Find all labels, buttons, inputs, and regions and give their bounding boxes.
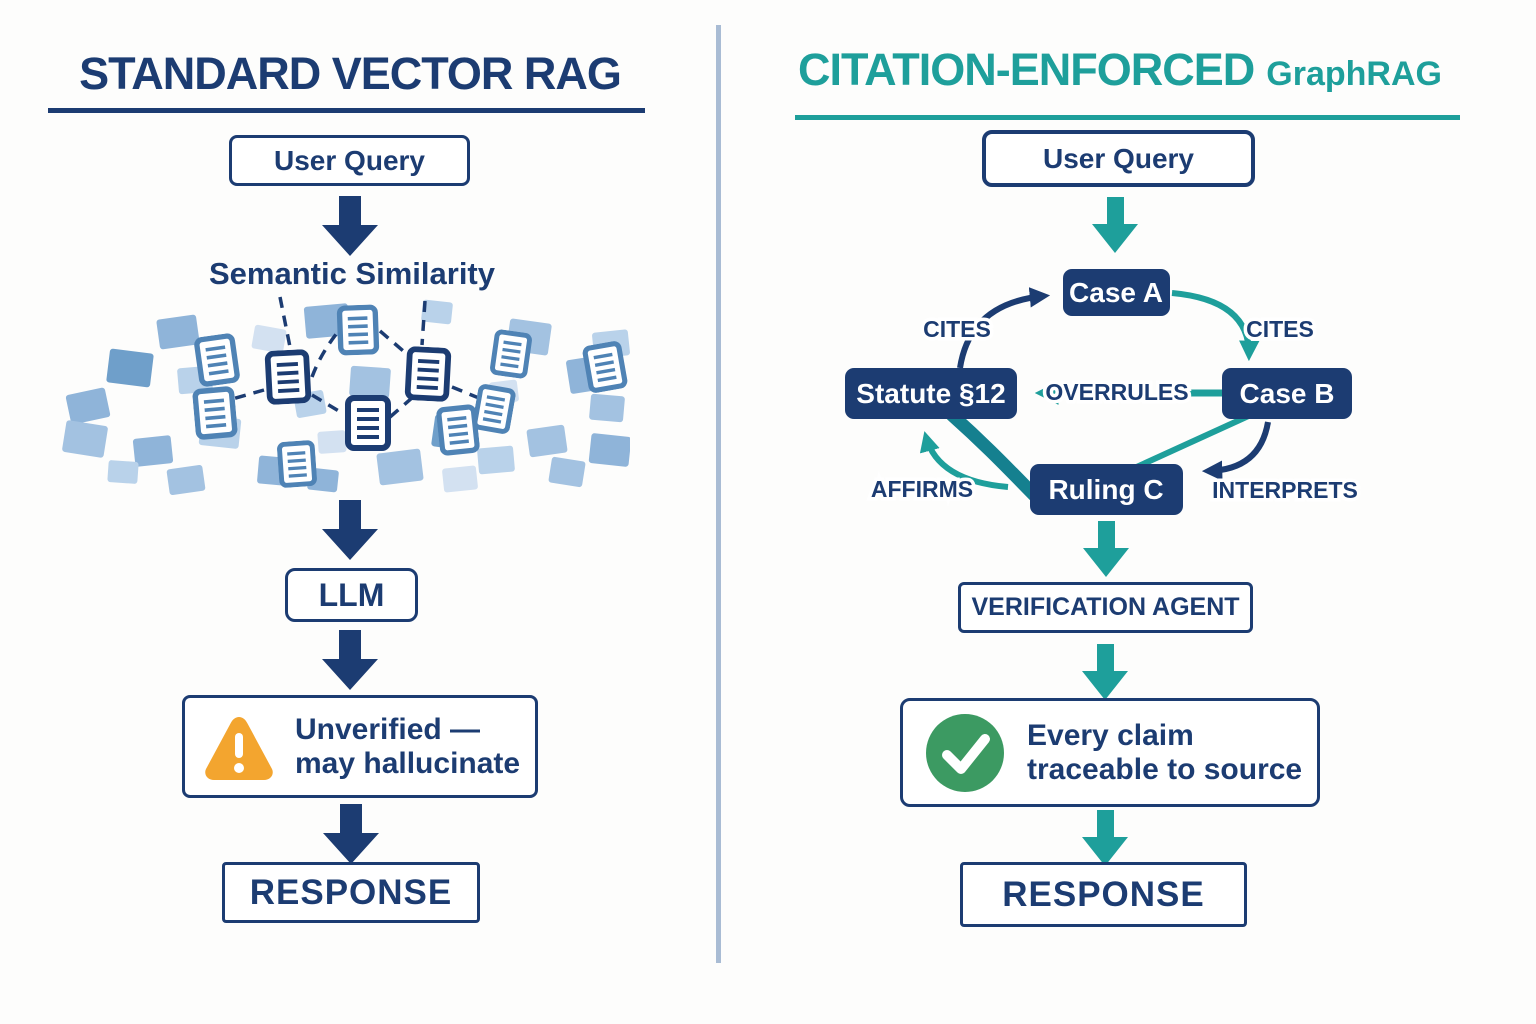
edge-label-overrules: OVERRULES [1045,379,1188,405]
left-title-underline [48,108,645,113]
node-statute: Statute §12 [845,368,1017,419]
document-icon [584,343,625,391]
arrow-head [1092,224,1138,253]
traceable-claim-box: Every claim traceable to source [900,698,1320,807]
arrow-head [1082,671,1128,700]
similarity-links [217,296,497,419]
arrow-head [322,529,378,560]
edge-cites-right [1171,290,1260,362]
document-icon [407,349,448,399]
arrow-head [1083,548,1129,577]
arrow-stem [339,500,361,529]
check-circle-icon [926,713,1004,792]
warning-text: Unverified — may hallucinate [295,713,520,781]
down-arrow-icon [1082,810,1128,866]
edge-cites-left [957,287,1051,369]
document-icon [279,442,315,485]
verification-agent-label: VERIFICATION AGENT [971,593,1240,621]
edge-affirms [919,431,1009,490]
down-arrow-icon [322,196,378,256]
right-title-main: CITATION-ENFORCED [798,44,1255,95]
arrow-stem [1106,197,1124,224]
node-statute-label: Statute §12 [856,378,1005,409]
panel-divider [716,25,721,963]
left-response-label: RESPONSE [249,872,453,912]
arrow-head [1082,837,1128,866]
node-case-b-label: Case B [1240,378,1335,409]
unverified-warning-box: Unverified — may hallucinate [182,695,538,798]
node-ruling-c: Ruling C [1030,464,1183,515]
arrow-stem [1096,810,1114,837]
down-arrow-icon [1092,197,1138,253]
left-user-query-label: User Query [274,144,425,176]
warning-line-1: Unverified — [295,712,481,746]
left-user-query-box: User Query [229,135,470,186]
right-panel-title: CITATION-ENFORCED GraphRAG [770,44,1470,96]
semantic-cluster [62,296,630,495]
semantic-similarity-label: Semantic Similarity [208,256,495,291]
right-title-suffix: GraphRAG [1266,55,1442,93]
citation-graph: CITES CITES OVERRULES AFFIRMS INTERPRETS… [845,269,1361,515]
document-icon [492,331,530,376]
node-case-a-label: Case A [1069,277,1163,308]
document-icon [348,398,388,448]
document-icon [195,389,235,438]
document-icon [196,335,238,384]
down-arrow-icon [1083,521,1129,577]
node-case-b: Case B [1222,368,1352,419]
arrow-stem [339,196,361,225]
down-arrow-icon [322,630,378,690]
down-arrow-icon [1082,644,1128,700]
arrow-stem [340,804,362,833]
edge-label-interprets: INTERPRETS [1212,477,1358,503]
left-response-box: RESPONSE [222,862,480,923]
document-icon [339,307,376,353]
right-user-query-label: User Query [1043,142,1194,174]
edge-label-cites-left: CITES [923,316,991,342]
arrow-stem [1097,521,1115,548]
edge-label-affirms: AFFIRMS [871,476,973,502]
edge-interprets [1201,421,1271,481]
document-icon [438,407,477,454]
right-title-underline [795,115,1460,120]
arrow-head [322,225,378,256]
arrow-stem [339,630,361,659]
edge-ruling-to-caseb [1128,410,1257,473]
claim-line-2: traceable to source [1027,752,1303,786]
document-icon [267,352,308,402]
arrow-stem [1096,644,1114,671]
right-user-query-box: User Query [982,130,1255,187]
verification-agent-box: VERIFICATION AGENT [958,582,1253,633]
right-response-label: RESPONSE [1002,874,1205,914]
claim-line-1: Every claim [1027,718,1194,752]
llm-box: LLM [285,568,418,622]
node-case-a: Case A [1063,269,1170,316]
right-response-box: RESPONSE [960,862,1247,927]
warning-line-2: may hallucinate [295,746,521,780]
arrow-head [323,833,379,864]
down-arrow-icon [323,804,379,864]
arrow-head [322,659,378,690]
warning-triangle-icon [205,716,273,780]
llm-label: LLM [318,576,385,613]
edge-label-cites-right: CITES [1246,316,1314,342]
edge-affirms-swoosh [945,408,1041,502]
left-panel-title: STANDARD VECTOR RAG [79,48,622,99]
document-icon [474,386,514,432]
down-arrow-icon [322,500,378,560]
node-ruling-c-label: Ruling C [1048,474,1163,505]
claim-text: Every claim traceable to source [1027,719,1302,787]
